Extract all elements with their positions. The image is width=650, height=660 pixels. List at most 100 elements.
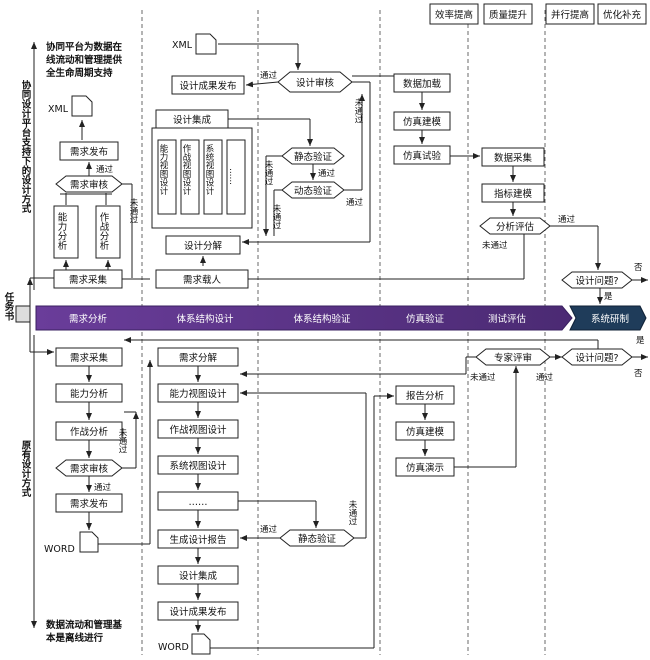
bot-fail-3: 未通过 xyxy=(470,372,496,383)
xml-doc-icon-top xyxy=(195,33,217,55)
left-axis: 协同设计平台支持下的设计方式 原有设计方式 任务书 xyxy=(3,42,54,628)
top-cap-analysis: 能力分析 xyxy=(56,211,68,251)
task-book-label: 任务书 xyxy=(3,291,16,321)
bot-sys-view: 系统视图设计 xyxy=(169,460,227,472)
note-bottom-line2: 本是离线进行 xyxy=(46,632,104,644)
top-req-review: 需求审核 xyxy=(70,179,109,191)
bot-cap-view: 能力视图设计 xyxy=(169,388,227,400)
bot-ops-analysis: 作战分析 xyxy=(70,426,109,438)
top-result-pub-box xyxy=(171,75,245,95)
bot-gen-report: 生成设计报告 xyxy=(169,534,226,546)
bot-dots: …… xyxy=(189,497,208,508)
top-static-verify: 静态验证 xyxy=(294,151,333,163)
word-label-bottom: WORD xyxy=(158,642,189,653)
top-req-collect: 需求采集 xyxy=(69,274,108,286)
top-view-sys-box xyxy=(203,139,223,215)
note-top-line3: 全生命周期支持 xyxy=(45,67,113,79)
bot-pass-3: 通过 xyxy=(536,372,554,383)
top-no: 否 xyxy=(634,263,643,273)
top-dynamic-verify: 动态验证 xyxy=(294,185,333,197)
xml-label-top: XML xyxy=(172,40,193,51)
top-view-more: …… xyxy=(227,168,237,185)
bot-design-issue: 设计问题? xyxy=(575,352,618,364)
top-data-load: 数据加载 xyxy=(403,78,442,90)
bot-fail-2: 未通过 xyxy=(347,499,357,526)
note-top-line2: 线流动和管理提供 xyxy=(46,54,123,66)
task-book-icon xyxy=(15,305,31,323)
legend-parallel: 并行提高 xyxy=(551,9,589,21)
bot-sim-demo: 仿真演示 xyxy=(406,462,444,474)
top-static-verify-diamond xyxy=(281,147,345,165)
legend-box-efficiency xyxy=(429,3,479,25)
top-fail-3: 未通过 xyxy=(263,159,273,186)
top-fail-5: 未通过 xyxy=(482,240,508,251)
xml-label-left: XML xyxy=(48,104,69,115)
top-req-pub-box xyxy=(59,141,119,161)
top-data-collect: 数据采集 xyxy=(494,152,533,164)
bot-static-verify: 静态验证 xyxy=(298,533,337,545)
bot-cap-analysis: 能力分析 xyxy=(70,388,109,400)
top-req-load: 需求载人 xyxy=(183,274,222,286)
top-design-review: 设计审核 xyxy=(296,77,335,89)
top-analysis-eval: 分析评估 xyxy=(496,221,535,233)
bot-sim-model: 仿真建模 xyxy=(406,426,445,438)
top-pass-3: 通过 xyxy=(318,168,336,179)
bot-yes: 是 xyxy=(636,336,645,346)
bot-req-collect: 需求采集 xyxy=(70,352,109,364)
phase-system-dev: 系统研制 xyxy=(591,313,629,325)
top-fail-1: 未通过 xyxy=(128,197,138,224)
bot-ops-view: 作战视图设计 xyxy=(169,424,227,436)
top-view-cap-box xyxy=(157,139,177,215)
axis-label-bottom: 原有设计方式 xyxy=(20,440,32,498)
top-view-sys: 系统视图设计 xyxy=(204,143,214,196)
phase-test-eval: 测试评估 xyxy=(488,313,527,325)
legend-box-parallel xyxy=(545,3,595,25)
word-doc-icon-bottom xyxy=(191,633,211,655)
legend: 效率提高 质量提升 并行提高 优化补充 xyxy=(429,3,647,25)
bot-fail-1: 未通过 xyxy=(117,427,127,454)
top-design-integ: 设计集成 xyxy=(173,114,212,126)
lane-separators xyxy=(141,10,546,655)
axis-label-top: 协同设计平台支持下的设计方式 xyxy=(20,79,33,214)
top-ops-analysis-box xyxy=(95,205,121,259)
legend-box-optimize xyxy=(597,3,647,25)
bot-pass-2: 通过 xyxy=(260,524,278,535)
bot-no: 否 xyxy=(634,369,643,379)
bot-expert-review: 专家评审 xyxy=(494,352,532,364)
top-pass-4: 通过 xyxy=(346,197,364,208)
bot-report-analysis: 报告分析 xyxy=(406,390,445,402)
top-fail-2: 未通过 xyxy=(353,97,363,124)
top-result-pub: 设计成果发布 xyxy=(179,80,236,92)
bot-result-pub: 设计成果发布 xyxy=(169,606,226,618)
top-view-ops: 作战视图设计 xyxy=(181,143,191,196)
top-pass-5: 通过 xyxy=(558,214,576,225)
top-sim-model: 仿真建模 xyxy=(403,116,442,128)
phase-arch-design: 体系结构设计 xyxy=(176,313,234,325)
word-label-left: WORD xyxy=(44,544,75,555)
xml-doc-icon-left xyxy=(71,95,93,117)
top-view-ops-box xyxy=(180,139,200,215)
bot-req-pub: 需求发布 xyxy=(70,498,108,510)
top-view-cap: 能力视图设计 xyxy=(158,143,168,196)
note-bottom-line1: 数据流动和管理基 xyxy=(45,619,123,631)
top-view-more-box xyxy=(226,139,246,215)
top-yes: 是 xyxy=(604,292,613,302)
top-pass-2: 通过 xyxy=(260,70,278,81)
legend-quality: 质量提升 xyxy=(489,9,528,21)
phase-sim-verify: 仿真验证 xyxy=(406,313,445,325)
word-doc-icon-left xyxy=(79,531,99,553)
bot-design-integ: 设计集成 xyxy=(179,570,218,582)
bot-req-review: 需求审核 xyxy=(70,463,109,475)
phase-banner: 需求分析 体系结构设计 体系结构验证 仿真验证 测试评估 系统研制 xyxy=(35,305,647,331)
top-fail-4: 未通过 xyxy=(271,203,281,230)
top-cap-analysis-box xyxy=(53,205,79,259)
top-sim-test: 仿真试验 xyxy=(403,150,442,162)
legend-efficiency: 效率提高 xyxy=(435,9,473,21)
bot-req-decomp: 需求分解 xyxy=(179,352,218,364)
top-sim-test-box xyxy=(393,145,451,165)
top-pass-1: 通过 xyxy=(96,164,114,175)
top-design-decomp: 设计分解 xyxy=(184,240,223,252)
top-req-pub: 需求发布 xyxy=(70,146,108,158)
phase-req-analysis: 需求分析 xyxy=(69,313,108,325)
